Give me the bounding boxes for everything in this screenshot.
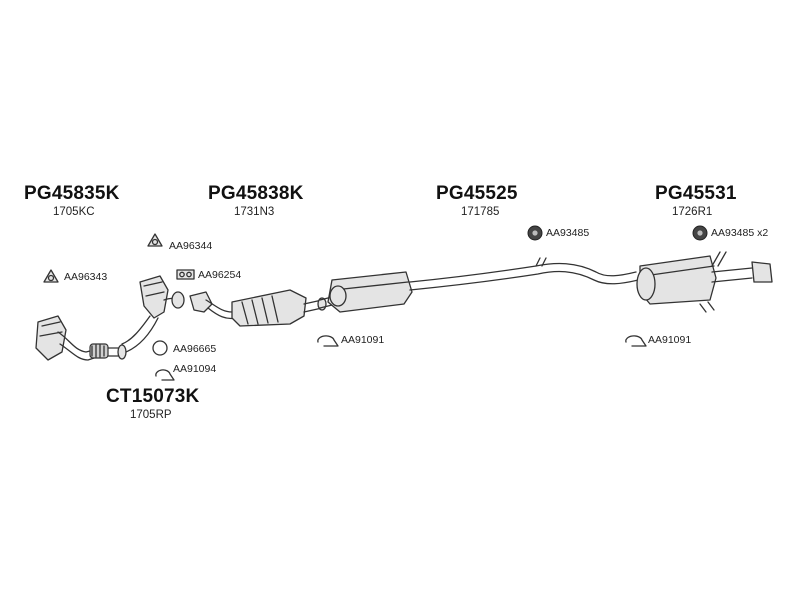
rubber-mount-icon <box>527 225 543 241</box>
part-code: PG45838K <box>208 183 304 204</box>
intermediate-pipe-catalyst <box>189 289 327 327</box>
part-reference: 1731N3 <box>234 206 275 218</box>
accessory-label: AA93485 x2 <box>711 227 769 239</box>
part-reference: 1705KC <box>53 206 95 218</box>
clamp-icon <box>155 369 175 381</box>
accessory-label: AA91091 <box>648 334 692 346</box>
accessory-label: AA93485 <box>546 227 590 239</box>
accessory-label: AA91091 <box>341 334 385 346</box>
part-reference: 1726R1 <box>672 206 713 218</box>
part-code: PG45531 <box>655 183 737 204</box>
part-code: PG45525 <box>436 183 518 204</box>
part-code: CT15073K <box>106 386 200 407</box>
accessory-label: AA96344 <box>169 240 213 252</box>
centre-silencer-pipe <box>319 257 639 313</box>
clamp-icon <box>317 335 339 347</box>
accessory-label: AA91094 <box>173 363 217 375</box>
clamp-icon <box>625 335 647 347</box>
rear-silencer <box>636 251 773 313</box>
rubber-mount-icon <box>692 225 708 241</box>
front-pipe-catalyst <box>35 315 127 361</box>
part-reference: 1705RP <box>130 409 172 421</box>
accessory-label: AA96343 <box>64 271 108 283</box>
part-code: PG45835K <box>24 183 120 204</box>
downpipe <box>121 275 185 353</box>
part-reference: 171785 <box>461 206 500 218</box>
double-gasket-icon <box>176 269 195 280</box>
ring-gasket-icon <box>152 340 168 356</box>
accessory-label: AA96665 <box>173 343 217 355</box>
accessory-label: AA96254 <box>198 269 242 281</box>
